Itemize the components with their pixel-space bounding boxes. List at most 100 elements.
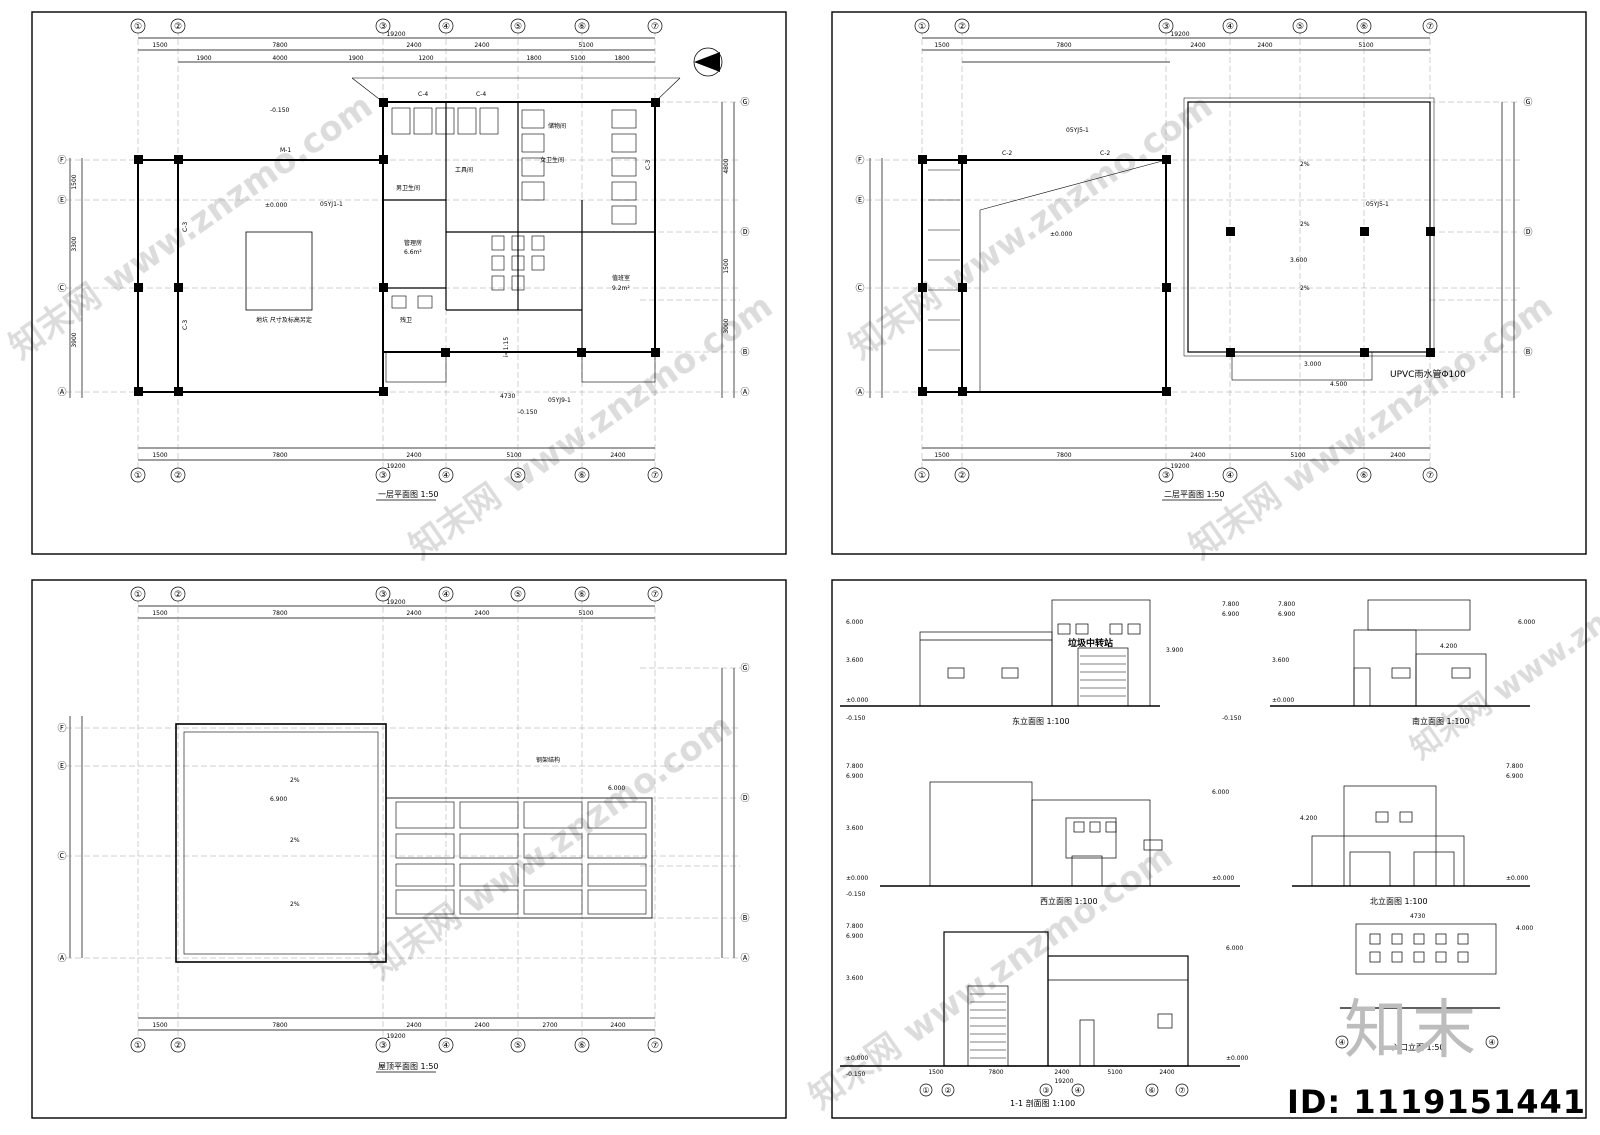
grid-col-label: ② bbox=[174, 22, 182, 32]
grid-labels-plan2: ① ② ③ ④ ⑤ ⑥ ⑦ ① ② ③ ④ ⑥ ⑦ Ⓕ Ⓔ Ⓒ Ⓐ Ⓖ Ⓓ Ⓑ bbox=[855, 22, 1532, 481]
elevation-title: 西立面图 1:100 bbox=[1040, 896, 1098, 906]
building-sign: 垃圾中转站 bbox=[1068, 637, 1113, 649]
watermark: 知末网 www.znzmo.com bbox=[362, 706, 740, 987]
dim-text: 2400 bbox=[406, 610, 421, 617]
dim-text: 2400 bbox=[1390, 452, 1405, 459]
dim-text: 1500 bbox=[152, 452, 167, 459]
level-mark: 6.900 bbox=[270, 796, 287, 803]
roof-dimensions: 1500 7800 2400 2400 5100 19200 1500 7800… bbox=[152, 599, 625, 1040]
slope-mark: 2% bbox=[1300, 285, 1310, 292]
level-mark: 6.900 bbox=[1222, 611, 1239, 618]
level-mark: -0.150 bbox=[846, 715, 866, 722]
level-mark: 7.800 bbox=[846, 763, 863, 770]
level-mark: 3.900 bbox=[1166, 647, 1183, 654]
grid-col-label: ③ bbox=[1162, 22, 1170, 32]
grid-col-label: ⑥ bbox=[578, 22, 586, 32]
section-grid-bubbles bbox=[919, 1035, 1499, 1097]
room-label: 男卫生间 bbox=[396, 184, 420, 192]
level-mark: 6.900 bbox=[1506, 773, 1523, 780]
dim-text: 7800 bbox=[1056, 452, 1071, 459]
level-mark: 4.200 bbox=[1440, 643, 1457, 650]
level-mark: ±0.000 bbox=[1506, 875, 1528, 882]
level-mark: 3.600 bbox=[1272, 657, 1289, 664]
dim-text: 7800 bbox=[272, 1022, 287, 1029]
grid-col-label: ⑤ bbox=[514, 590, 522, 600]
grid-col-label: ① bbox=[134, 590, 142, 600]
grid-row-label: Ⓔ bbox=[855, 195, 864, 206]
grid-row-label: Ⓐ bbox=[57, 953, 66, 964]
pipe-note: UPVC雨水管Φ100 bbox=[1390, 368, 1466, 380]
grid-row-label: Ⓐ bbox=[740, 387, 749, 398]
dim-text: 19200 bbox=[1054, 1078, 1073, 1085]
grid-col-label: ④ bbox=[442, 1041, 450, 1051]
level-mark: 4.200 bbox=[1300, 815, 1317, 822]
section-grid-labels: ① ② ③ ④ ⑥ ⑦ ④ ④ bbox=[922, 1038, 1495, 1095]
grid-row-label: Ⓓ bbox=[1523, 227, 1532, 238]
dim-text: 19200 bbox=[386, 599, 405, 606]
level-mark: 7.800 bbox=[1278, 601, 1295, 608]
dim-text: 2400 bbox=[1159, 1069, 1174, 1076]
grid-col-label: ① bbox=[918, 22, 926, 32]
dim-text: 5100 bbox=[570, 55, 585, 62]
grid-bubbles-plan2 bbox=[914, 18, 1438, 483]
plan1-dimensions: 1500 7800 2400 2400 5100 19200 1900 4000… bbox=[71, 31, 730, 470]
watermark-logo: 知末 bbox=[1344, 994, 1480, 1068]
dim-text: 2400 bbox=[1190, 452, 1205, 459]
dim-text: 1500 bbox=[152, 42, 167, 49]
grid-row-label: Ⓐ bbox=[855, 387, 864, 398]
level-mark: 6.000 bbox=[1518, 619, 1535, 626]
dim-text: 1500 bbox=[934, 452, 949, 459]
grid-col-label: ⑥ bbox=[1360, 22, 1368, 32]
dim-text: 2400 bbox=[474, 42, 489, 49]
grid-bubbles-roof bbox=[130, 586, 663, 1053]
grid-col-label: ⑤ bbox=[514, 471, 522, 481]
grid-col-label: ② bbox=[958, 22, 966, 32]
grid-col-label: ② bbox=[958, 471, 966, 481]
grid-col-label: ③ bbox=[1162, 471, 1170, 481]
elevations-sheet bbox=[840, 599, 1530, 1067]
level-mark: -0.150 bbox=[270, 107, 290, 114]
dim-text: 5100 bbox=[506, 452, 521, 459]
pit-note: 地坑 尺寸及标高另定 bbox=[256, 316, 312, 324]
level-mark: ±0.000 bbox=[265, 202, 287, 209]
grid-row-label: Ⓒ bbox=[57, 283, 66, 294]
level-mark: 4.500 bbox=[1330, 381, 1347, 388]
steel-frame-label: 钢架结构 bbox=[536, 756, 560, 764]
window-label: C-4 bbox=[476, 91, 486, 98]
room-label: 女卫生间 bbox=[540, 156, 564, 164]
door-label: M-1 bbox=[280, 147, 291, 154]
grid-col-label: ⑦ bbox=[1426, 471, 1434, 481]
dim-text: 1900 bbox=[196, 55, 211, 62]
level-mark: ±0.000 bbox=[1226, 1055, 1248, 1062]
grid-col-label: ⑥ bbox=[1360, 471, 1368, 481]
grid-row-label: Ⓔ bbox=[57, 761, 66, 772]
grid-row-label: Ⓔ bbox=[57, 195, 66, 206]
dim-text: 1200 bbox=[418, 55, 433, 62]
grid-col-label: ⑦ bbox=[651, 590, 659, 600]
level-mark: ±0.000 bbox=[1050, 231, 1072, 238]
grid-row-label: Ⓑ bbox=[740, 913, 749, 924]
grid-col-label: ⑤ bbox=[514, 1041, 522, 1051]
dim-text: 2400 bbox=[610, 1022, 625, 1029]
detail-ref: 05YJ9-1 bbox=[548, 397, 571, 404]
dim-text: 19200 bbox=[1170, 31, 1189, 38]
grid-col-label: ③ bbox=[379, 22, 387, 32]
grid-col-label: ② bbox=[174, 590, 182, 600]
room-area: 9.2m² bbox=[612, 285, 630, 292]
elevation-title: 北立面图 1:100 bbox=[1370, 896, 1428, 906]
elevation-title: 入口立面 1:50 bbox=[1392, 1042, 1445, 1052]
window-label: C-3 bbox=[182, 320, 189, 330]
grid-row-label: Ⓑ bbox=[740, 347, 749, 358]
dim-text: 5100 bbox=[1290, 452, 1305, 459]
room-label: 储物间 bbox=[548, 122, 566, 130]
dim-text: 19200 bbox=[386, 1033, 405, 1040]
grid-row-label: Ⓖ bbox=[1523, 97, 1532, 108]
grid-col-label: ④ bbox=[1226, 22, 1234, 32]
dim-text: 3300 bbox=[71, 236, 78, 251]
grid-row-label: Ⓕ bbox=[57, 723, 66, 734]
level-mark: 6.900 bbox=[846, 933, 863, 940]
plan2-dimensions: 1500 7800 2400 2400 5100 19200 1500 7800… bbox=[934, 31, 1405, 470]
grid-col-label: ③ bbox=[379, 1041, 387, 1051]
level-mark: ±0.000 bbox=[1212, 875, 1234, 882]
slope-mark: 2% bbox=[290, 837, 300, 844]
